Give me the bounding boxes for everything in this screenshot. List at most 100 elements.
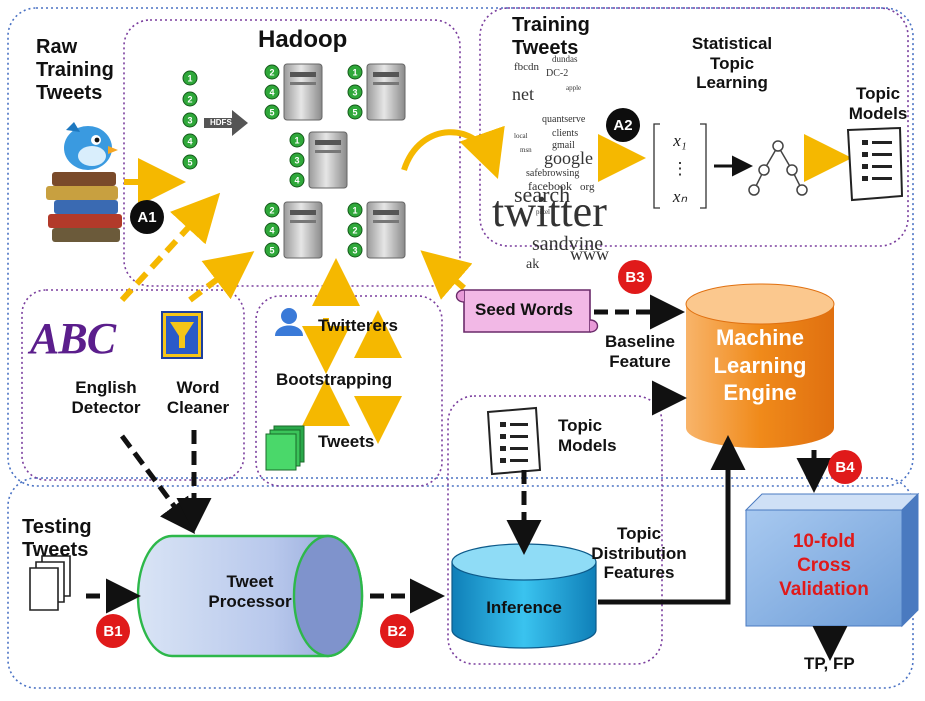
svg-text:2: 2 (352, 226, 357, 236)
topic-model-doc-icon (846, 126, 904, 202)
badge-b4: B4 (828, 450, 862, 484)
server-b: 1 3 5 (347, 63, 406, 121)
word-cloud-term: apple (566, 84, 581, 92)
svg-text:5: 5 (352, 108, 357, 118)
svg-text:4: 4 (187, 137, 192, 147)
word-cloud-term: www (570, 244, 609, 264)
inference-box (447, 395, 663, 665)
hdfs-stack: 1 2 3 4 5 (182, 70, 248, 170)
server-a: 2 4 5 (264, 63, 323, 121)
server-badge: 4 (289, 172, 305, 188)
svg-text:5: 5 (187, 158, 192, 168)
yellow-arrows (119, 134, 852, 444)
server-badge: 3 (347, 242, 363, 258)
word-cloud-term: sandvine (532, 233, 603, 255)
word-cloud-term: pixel (536, 208, 550, 216)
server-e: 1 2 3 (347, 201, 406, 259)
server-badge: 3 (289, 152, 305, 168)
svg-text:1: 1 (187, 74, 192, 84)
svg-text:1: 1 (352, 68, 357, 78)
topic-graph-icon (748, 140, 808, 196)
seed-words-scroll (455, 289, 599, 333)
server-badge: 2 (264, 202, 280, 218)
hdfs-badge: 5 (182, 154, 198, 170)
testing-phase-region (7, 477, 914, 689)
hdfs-badge: 3 (182, 112, 198, 128)
bootstrapping-box (255, 295, 443, 487)
svg-text:3: 3 (294, 156, 299, 166)
svg-text:2: 2 (187, 95, 192, 105)
server-badge: 1 (347, 202, 363, 218)
svg-text:3: 3 (352, 88, 357, 98)
twitter-bird-books-icon (46, 122, 122, 242)
server-badge: 5 (264, 104, 280, 120)
baseline-feature-label: Baseline Feature (605, 332, 675, 371)
word-cloud-term: search (514, 182, 570, 207)
english-detector-label: English Detector (71, 378, 141, 417)
hdfs-badge: 4 (182, 133, 198, 149)
word-cleaner-icon (161, 311, 203, 359)
badge-b2: B2 (380, 614, 414, 648)
hadoop-to-topic-arrow (401, 125, 505, 179)
server-badge: 5 (347, 104, 363, 120)
svg-text:4: 4 (294, 176, 299, 186)
bootstrapping-label: Bootstrapping (276, 370, 393, 389)
word-cloud-term: safebrowsing (526, 168, 579, 179)
server-d: 2 4 5 (264, 201, 323, 259)
svg-text:1: 1 (352, 206, 357, 216)
inference-cylinder (451, 543, 597, 649)
tweet-processor-cylinder (136, 534, 364, 658)
svg-text:5: 5 (269, 246, 274, 256)
preprocess-box (21, 289, 245, 481)
word-cloud-term: quantserve (542, 114, 586, 125)
testing-tweets-label: Testing Tweets (22, 516, 92, 561)
raw-training-tweets-label: Raw Training Tweets (36, 36, 114, 104)
statistical-topic-learning-label: Statistical Topic Learning (691, 34, 773, 93)
server-badge: 1 (347, 64, 363, 80)
svg-text:2: 2 (269, 68, 274, 78)
machine-learning-engine-cylinder (685, 283, 835, 448)
word-cloud-term: clients (552, 128, 578, 139)
word-cloud-term: google (544, 148, 593, 168)
cross-validation-label: 10-fold Cross Validation (779, 531, 869, 600)
svg-text:2: 2 (269, 206, 274, 216)
svg-text:3: 3 (187, 116, 192, 126)
testing-tweets-doc-icon (29, 555, 71, 611)
svg-text:4: 4 (269, 88, 274, 98)
server-badge: 1 (289, 132, 305, 148)
hadoop-title: Hadoop (258, 26, 348, 53)
word-cloud-term: net (512, 84, 534, 104)
matrix-top: x₁ (672, 131, 686, 150)
topic-models-top-label: Topic Models (848, 84, 908, 123)
badge-b1: B1 (96, 614, 130, 648)
server-badge: 2 (264, 64, 280, 80)
matrix-bottom: xₙ (672, 187, 688, 206)
black-arrows (86, 294, 848, 661)
abc-logo: ABC (30, 314, 116, 363)
tweet-processor-label: Tweet Processor (208, 572, 292, 611)
server-badge: 4 (264, 84, 280, 100)
cross-validation-box (744, 492, 920, 628)
word-cloud-term: DC-2 (546, 68, 568, 79)
svg-text:5: 5 (269, 108, 274, 118)
word-cloud-term: local (514, 132, 528, 140)
word-cloud-term: fbcdn (514, 61, 540, 73)
word-cloud-term: msn (520, 146, 532, 154)
topic-model-doc-icon-bottom (486, 406, 542, 476)
svg-text:1: 1 (294, 136, 299, 146)
topic-learning-box (479, 7, 909, 247)
tweets-stack-icon (265, 425, 305, 471)
word-cloud-term: gmail (552, 140, 575, 151)
seed-words-label: Seed Words (475, 300, 573, 319)
word-cleaner-label: Word Cleaner (166, 378, 230, 417)
tp-fp-label: TP, FP (804, 654, 855, 673)
tweets-label: Tweets (318, 432, 375, 451)
badge-a1: A1 (130, 200, 164, 234)
server-badge: 4 (264, 222, 280, 238)
server-c: 1 3 4 (289, 131, 348, 189)
vector-matrix (653, 123, 707, 209)
twitterers-label: Twitterers (318, 316, 398, 335)
server-badge: 2 (347, 222, 363, 238)
